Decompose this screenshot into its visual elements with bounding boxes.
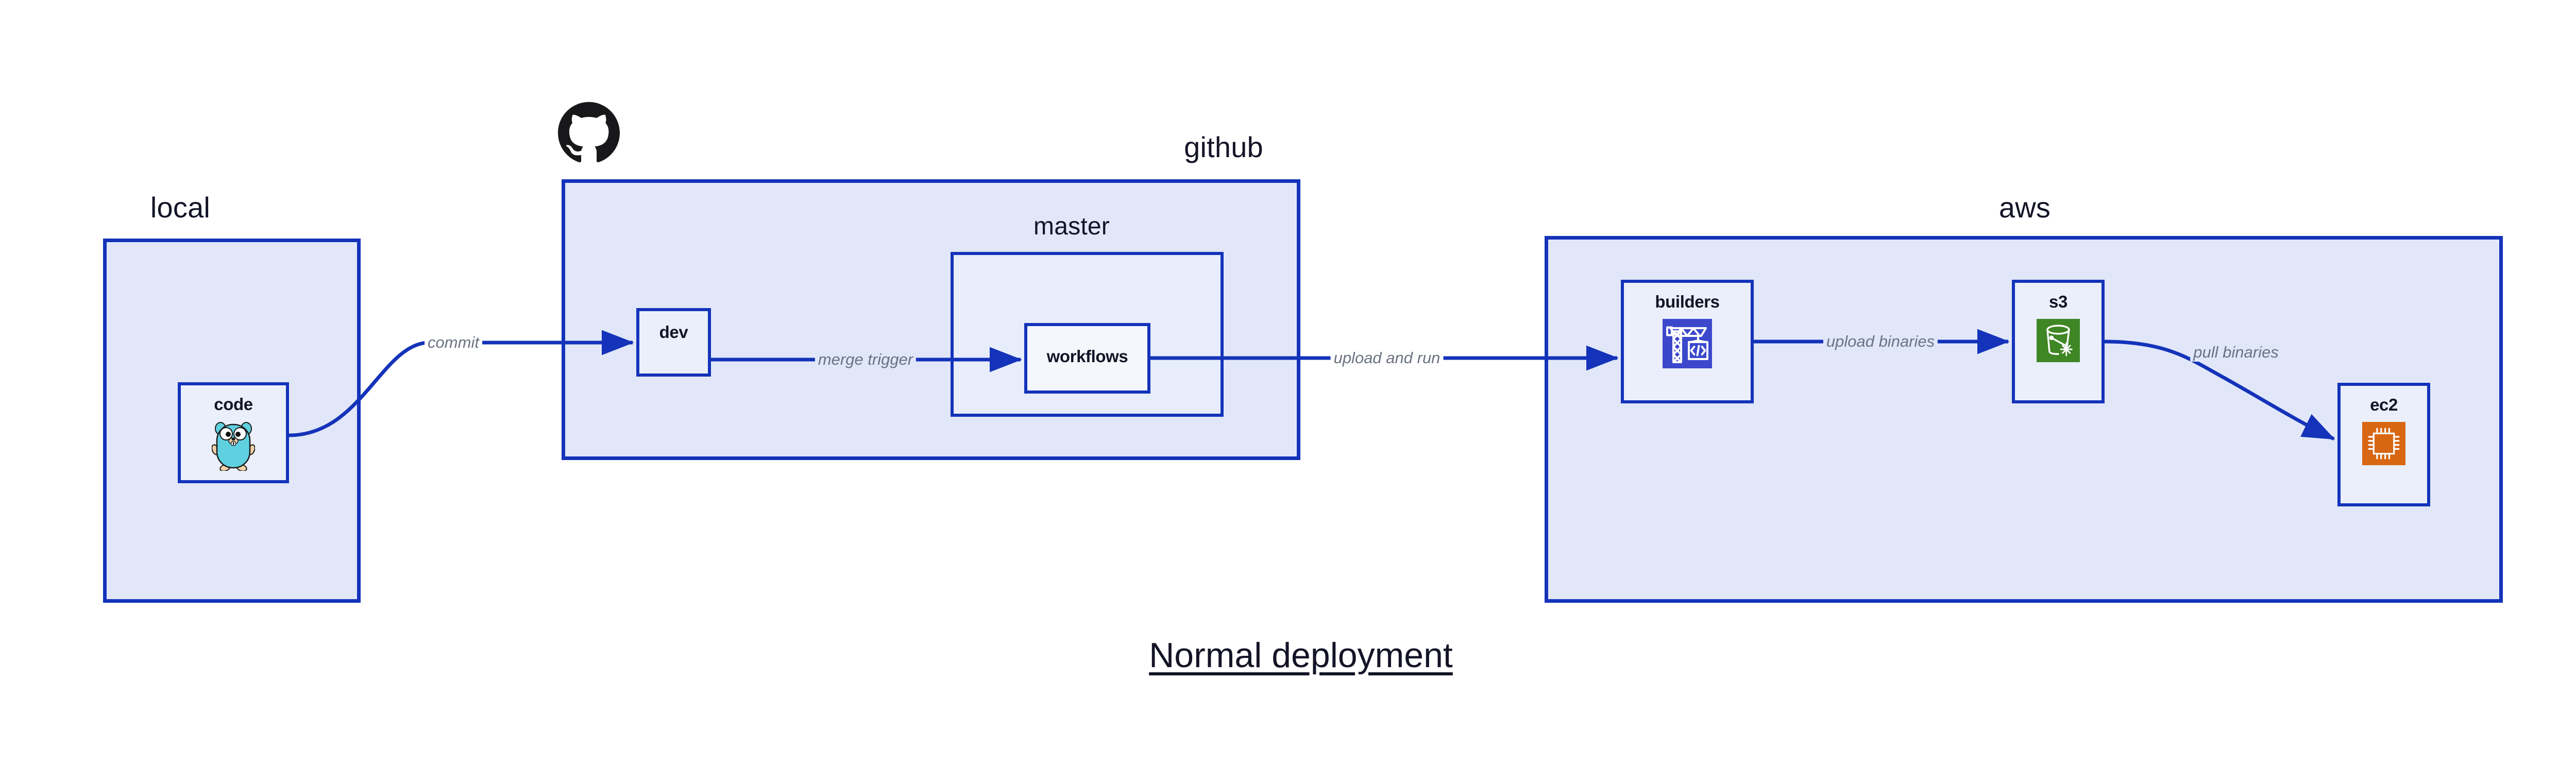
node-label-ec2: ec2 — [2370, 395, 2398, 414]
group-label-local: local — [150, 191, 211, 224]
node-dev[interactable]: dev — [636, 308, 711, 377]
node-label-builders: builders — [1655, 292, 1720, 311]
node-label-dev: dev — [659, 322, 688, 342]
node-workflows[interactable]: workflows — [1024, 323, 1150, 394]
node-label-code: code — [214, 395, 253, 414]
node-label-workflows: workflows — [1046, 347, 1128, 366]
subgroup-label-master: master — [1033, 213, 1110, 240]
page-title: Normal deployment — [1149, 636, 1453, 675]
go-gopher-icon — [211, 421, 256, 473]
node-ec2[interactable]: ec2 — [2337, 383, 2430, 506]
edge-label-merge-trigger: merge trigger — [815, 350, 917, 369]
edge-label-upload-binaries: upload binaries — [1823, 332, 1938, 351]
group-label-aws: aws — [1998, 191, 2051, 224]
group-label-github: github — [1184, 131, 1263, 163]
edge-label-upload-and-run: upload and run — [1330, 349, 1444, 367]
node-s3[interactable]: s3 — [2012, 280, 2105, 403]
edge-label-commit: commit — [425, 333, 482, 352]
node-builders[interactable]: builders — [1621, 280, 1754, 403]
github-octocat-icon — [558, 102, 620, 166]
node-code[interactable]: code — [178, 382, 289, 483]
aws-ec2-icon — [2362, 422, 2405, 468]
aws-s3-glacier-icon — [2037, 319, 2080, 365]
aws-codebuild-icon — [1663, 319, 1712, 371]
edge-label-pull-binaries: pull binaries — [2190, 343, 2282, 362]
node-label-s3: s3 — [2049, 292, 2067, 311]
